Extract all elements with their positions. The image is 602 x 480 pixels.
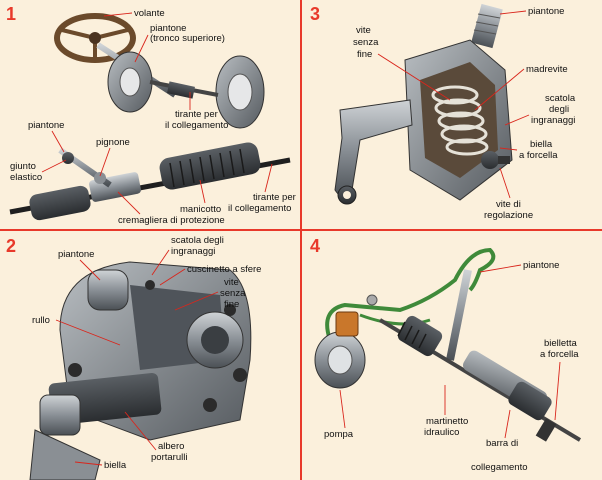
panel-3-number: 3 <box>310 4 320 24</box>
label3-scatola-3: ingranaggi <box>531 115 575 126</box>
steering-wheel-illustration <box>54 13 136 63</box>
panel-4-number: 4 <box>310 236 320 256</box>
label-tirante-top-2: il collegamento <box>165 120 228 131</box>
label2-piantone: piantone <box>58 249 94 260</box>
label2-vite-3: fine <box>224 299 239 310</box>
label3-biella-1: biella <box>530 139 553 150</box>
worm-box-illustration <box>334 3 513 205</box>
label-piantone: piantone <box>28 120 64 131</box>
label3-vite-1: vite <box>356 25 371 36</box>
panel-4: 4 piantone bielletta a forc <box>310 236 582 473</box>
label3-scatola-1: scatola <box>545 93 576 104</box>
label4-martinetto-2: idraulico <box>424 427 459 438</box>
label2-vite-1: vite <box>224 277 239 288</box>
label3-vite-2: senza <box>353 37 379 48</box>
label2-albero-2: portarulli <box>151 452 187 463</box>
label-pignone: pignone <box>96 137 130 148</box>
panel-3: 3 piantone vite senza fine <box>310 3 576 221</box>
label-tirante-1: tirante per <box>253 192 296 203</box>
label4-barra-1: barra di <box>486 438 518 449</box>
label3-vite-reg-2: regolazione <box>484 210 533 221</box>
rack-assembly-illustration <box>9 142 291 221</box>
label4-biella-1: bielletta <box>544 338 577 349</box>
label-tirante-2: il collegamento <box>228 203 291 214</box>
label2-scatola-1: scatola degli <box>171 235 224 246</box>
panel-2-number: 2 <box>6 236 16 256</box>
label3-vite-reg-1: vite di <box>496 199 521 210</box>
label3-scatola-2: degli <box>549 104 569 115</box>
label4-pompa: pompa <box>324 429 354 440</box>
label4-barra-2: collegamento <box>471 462 528 473</box>
label4-biella-2: a forcella <box>540 349 579 360</box>
label2-albero-1: albero <box>158 441 184 452</box>
label2-rullo: rullo <box>32 315 50 326</box>
label3-madrevite: madrevite <box>526 64 568 75</box>
panel-1: 1 <box>6 4 296 226</box>
label2-biella: biella <box>104 460 127 471</box>
recirculating-ball-box-illustration <box>29 261 252 480</box>
panel-2: 2 piantone scatola degli ingranaggi cusc… <box>6 235 261 480</box>
label-giunto-1: giunto <box>10 161 36 172</box>
label3-piantone: piantone <box>528 6 564 17</box>
label-volante: volante <box>134 8 165 19</box>
label3-biella-2: a forcella <box>519 150 558 161</box>
label-piantone-top-1: piantone <box>150 23 186 34</box>
label2-vite-2: senza <box>220 288 246 299</box>
label-manicotto: manicotto <box>180 204 221 215</box>
power-steering-illustration <box>314 247 582 442</box>
label3-vite-3: fine <box>357 49 372 60</box>
label-giunto-2: elastico <box>10 172 42 183</box>
label4-piantone: piantone <box>523 260 559 271</box>
label2-cuscinetto: cuscinetto a sfere <box>187 264 261 275</box>
label-cremagliera: cremagliera di protezione <box>118 215 225 226</box>
label4-martinetto-1: martinetto <box>426 416 468 427</box>
label-piantone-top-2: (tronco superiore) <box>150 33 225 44</box>
label-tirante-top-1: tirante per <box>175 109 218 120</box>
label2-scatola-2: ingranaggi <box>171 246 215 257</box>
panel-1-number: 1 <box>6 4 16 24</box>
